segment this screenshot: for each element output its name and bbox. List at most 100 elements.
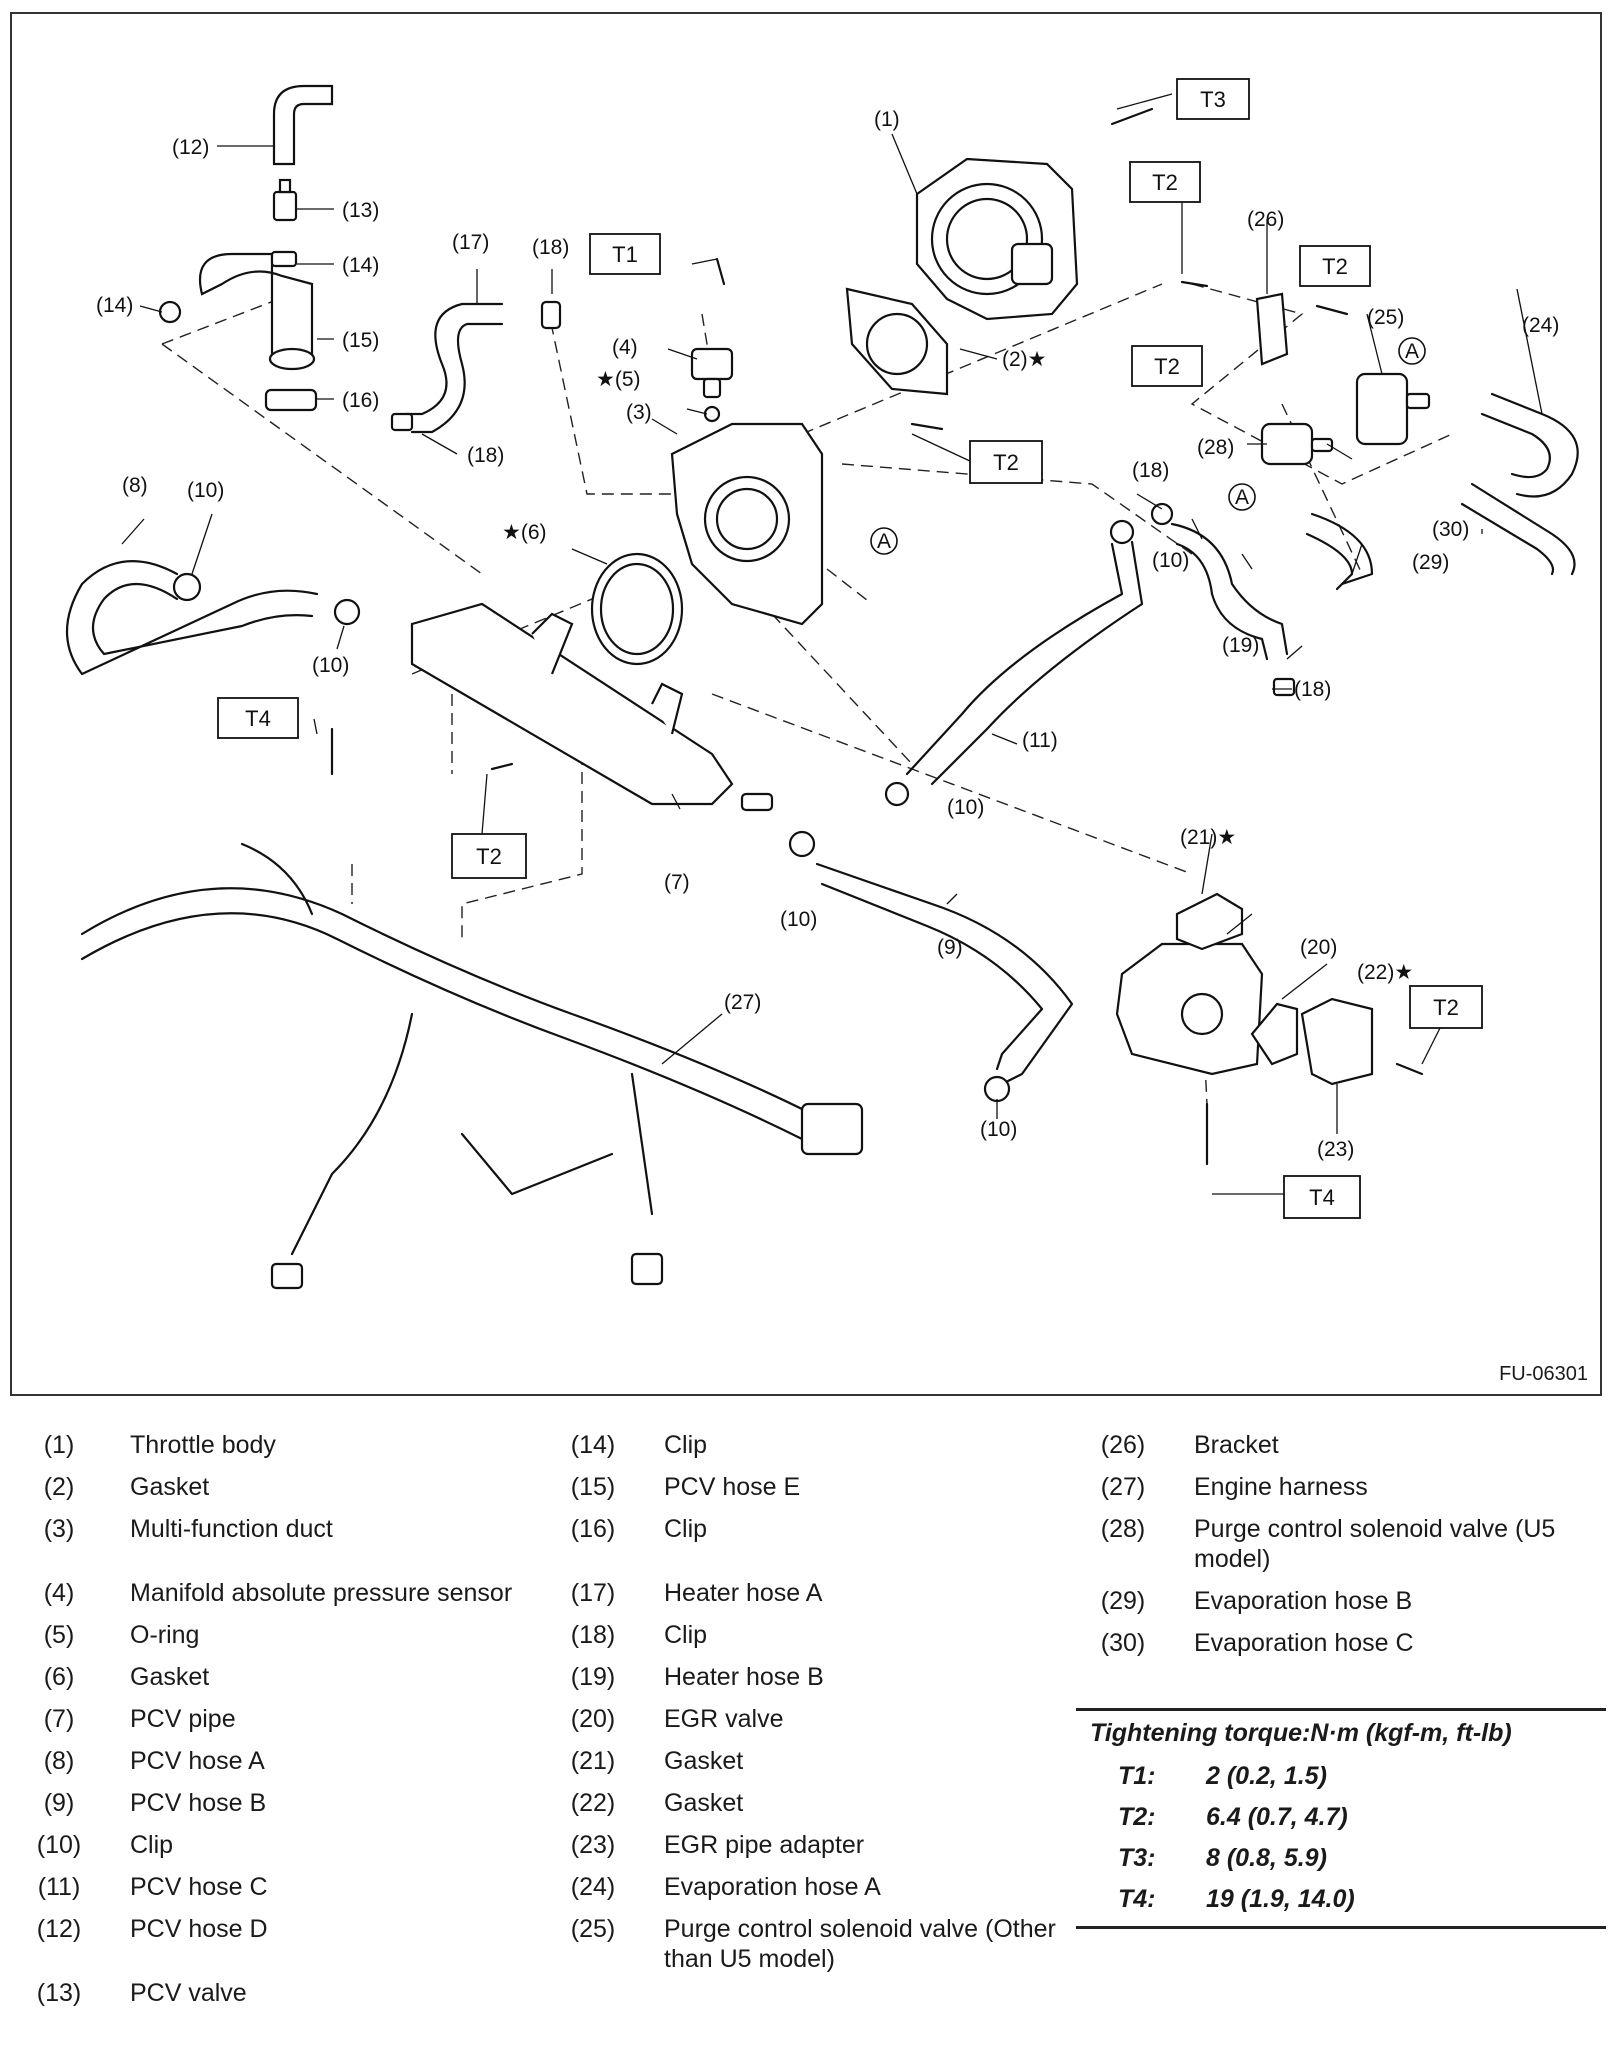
legend-item: (30)Evaporation hose C <box>1100 1629 1414 1657</box>
callout-10e: (10) <box>980 1118 1017 1141</box>
pcv-hose-a <box>66 560 361 676</box>
multi-function-duct <box>670 422 824 626</box>
torque-box-t2-d: T2 <box>969 440 1043 484</box>
legend-item: (2)Gasket <box>43 1473 210 1501</box>
callout-19: (19) <box>1222 634 1259 657</box>
legend-item: (20)EGR valve <box>570 1705 784 1733</box>
torque-box-t1: T1 <box>589 233 661 275</box>
callout-25: (25) <box>1367 306 1404 329</box>
callout-16: (16) <box>342 389 379 412</box>
svg-text:A: A <box>1235 486 1249 509</box>
legend-item: (3)Multi-function duct <box>43 1515 333 1543</box>
torque-row: T4:19 (1.9, 14.0) <box>1118 1885 1355 1913</box>
diagram-frame: (1) (2)★ (3) (4) ★(5) ★(6) (7) (8) (9) (… <box>10 12 1602 1396</box>
pcv-hose-e <box>158 250 318 412</box>
callout-7: (7) <box>664 871 690 894</box>
svg-text:T2: T2 <box>1322 254 1348 279</box>
torque-row: T1:2 (0.2, 1.5) <box>1118 1762 1327 1790</box>
legend-item: (6)Gasket <box>43 1663 210 1691</box>
legend-item: (25)Purge control solenoid valve (Other … <box>570 1915 1056 1973</box>
throttle-body <box>915 157 1079 321</box>
gasket-egr-2 <box>1250 1002 1299 1066</box>
marker-a-1: A <box>870 527 898 555</box>
torque-box-t2-c: T2 <box>1131 345 1203 387</box>
torque-row: T3:8 (0.8, 5.9) <box>1118 1844 1327 1872</box>
callout-29: (29) <box>1412 551 1449 574</box>
pcv-hose-b <box>788 830 1074 1103</box>
torque-box-t4-a: T4 <box>217 697 299 739</box>
callout-6: ★(6) <box>502 521 547 544</box>
torque-box-t2-e: T2 <box>451 833 527 879</box>
legend-item: (18)Clip <box>570 1621 708 1649</box>
legend-item: (21)Gasket <box>570 1747 744 1775</box>
legend-column-1: (1)Throttle body (2)Gasket (3)Multi-func… <box>22 1430 542 2020</box>
callout-18a: (18) <box>532 236 569 259</box>
callout-22: (22)★ <box>1357 961 1413 984</box>
torque-heading: Tightening torque:N·m (kgf-m, ft-lb) <box>1090 1719 1512 1747</box>
legend-item: (29)Evaporation hose B <box>1100 1587 1413 1615</box>
legend-item: (8)PCV hose A <box>43 1747 265 1775</box>
legend-item: (1)Throttle body <box>43 1431 276 1459</box>
torque-table: Tightening torque:N·m (kgf-m, ft-lb) T1:… <box>1076 1708 1606 1929</box>
callout-15: (15) <box>342 329 379 352</box>
svg-text:T2: T2 <box>1152 170 1178 195</box>
callout-10c: (10) <box>780 908 817 931</box>
svg-text:A: A <box>1405 340 1419 363</box>
gasket-egr-1 <box>1175 892 1244 951</box>
callout-14a: (14) <box>96 294 133 317</box>
callout-10d: (10) <box>947 796 984 819</box>
callout-27: (27) <box>724 991 761 1014</box>
marker-a-2: A <box>1398 337 1426 365</box>
legend-column-3: (26)Bracket (27)Engine harness (28)Purge… <box>1086 1430 1606 1670</box>
torque-row: T2:6.4 (0.7, 4.7) <box>1118 1803 1348 1831</box>
callout-14b: (14) <box>342 254 379 277</box>
callout-11: (11) <box>1022 729 1058 752</box>
callout-26: (26) <box>1247 208 1284 231</box>
svg-text:T4: T4 <box>1309 1185 1335 1210</box>
evaporation-hose-c <box>1460 482 1576 576</box>
egr-pipe-adapter <box>1300 997 1374 1086</box>
heater-hose-b <box>1150 502 1296 697</box>
legend-item: (17)Heater hose A <box>570 1579 823 1607</box>
callout-10f: (10) <box>1152 549 1189 572</box>
legend-item: (11)PCV hose C <box>37 1873 268 1901</box>
svg-text:T2: T2 <box>476 844 502 869</box>
legend-item: (24)Evaporation hose A <box>570 1873 881 1901</box>
callout-5: ★(5) <box>596 368 641 391</box>
o-ring <box>703 405 721 423</box>
callout-1: (1) <box>874 108 900 131</box>
svg-text:T2: T2 <box>1154 354 1180 379</box>
callout-30: (30) <box>1432 518 1469 541</box>
callout-13: (13) <box>342 199 379 222</box>
bracket <box>1255 292 1289 366</box>
legend-item: (5)O-ring <box>43 1621 200 1649</box>
svg-text:T3: T3 <box>1200 87 1226 112</box>
legend-item: (19)Heater hose B <box>570 1663 824 1691</box>
torque-box-t2-b: T2 <box>1299 245 1371 287</box>
callout-28: (28) <box>1197 436 1234 459</box>
legend-item: (16)Clip <box>570 1515 708 1543</box>
legend-item: (22)Gasket <box>570 1789 744 1817</box>
torque-box-t2-a: T2 <box>1129 161 1201 203</box>
torque-box-t2-f: T2 <box>1409 985 1483 1029</box>
callout-17: (17) <box>452 231 489 254</box>
legend-item: (26)Bracket <box>1100 1431 1279 1459</box>
legend-item: (13)PCV valve <box>36 1979 247 2007</box>
legend-item: (27)Engine harness <box>1100 1473 1368 1501</box>
svg-text:A: A <box>877 530 891 553</box>
pcv-pipe <box>410 602 774 812</box>
legend-item: (14)Clip <box>570 1431 708 1459</box>
callout-18b: (18) <box>467 444 504 467</box>
marker-a-3: A <box>1228 483 1256 511</box>
callout-10a: (10) <box>187 479 224 502</box>
pcv-valve <box>272 178 298 222</box>
legend-item: (28)Purge control solenoid valve (U5 mod… <box>1100 1515 1556 1573</box>
legend-column-2: (14)Clip (15)PCV hose E (16)Clip (17)Hea… <box>556 1430 1056 1986</box>
legend-item: (7)PCV pipe <box>43 1705 236 1733</box>
leader-lines <box>121 93 1543 1195</box>
legend-item: (15)PCV hose E <box>570 1473 801 1501</box>
callout-20: (20) <box>1300 936 1337 959</box>
callout-10b: (10) <box>312 654 349 677</box>
callout-12: (12) <box>172 136 209 159</box>
callout-3: (3) <box>626 401 652 424</box>
